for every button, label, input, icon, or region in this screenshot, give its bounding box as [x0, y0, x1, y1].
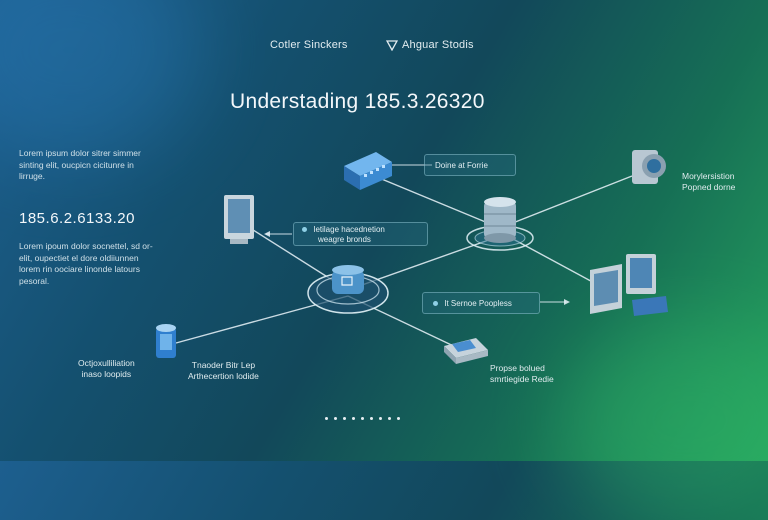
text-line: smrtiegide Redie — [490, 374, 554, 384]
monitor-icon — [224, 195, 254, 244]
page-dot[interactable] — [370, 417, 373, 420]
intro-paragraph: Lorem ipsum dolor sitrer simmer sinting … — [19, 148, 169, 183]
pagination-dots[interactable] — [322, 407, 403, 425]
storage-cylinder-icon — [156, 324, 176, 358]
ip-address-heading: 185.6.2.6133.20 — [19, 210, 135, 227]
pill-text: weagre bronds — [318, 235, 371, 244]
label-top-right: Morylersistion Popned dorne — [682, 171, 735, 193]
text-line: Lorem ipsum dolor sitrer simmer — [19, 148, 141, 158]
label-bottom-left: Octjoxulliliation inaso loopids — [78, 358, 135, 380]
page-dot[interactable] — [397, 417, 400, 420]
brand-left: Cotler Sinckers — [270, 39, 348, 51]
label-bottom-right: Propse bolued smrtiegide Redie — [490, 363, 554, 385]
page-dot[interactable] — [343, 417, 346, 420]
text-line: Lorem ipoum dolor socnettel, sd or- — [19, 241, 153, 251]
page-dot[interactable] — [334, 417, 337, 420]
text-line: lorem rin oociare linonde latours — [19, 264, 140, 274]
description-paragraph: Lorem ipoum dolor socnettel, sd or- elit… — [19, 241, 169, 287]
bullet-icon — [433, 301, 438, 307]
text-line: Popned dorne — [682, 182, 736, 192]
label-pill-defnet: Doine at Forrie — [424, 154, 516, 176]
camera-device-icon — [632, 150, 666, 184]
label-pill-center-right: It Sernoe Poopless — [422, 292, 540, 314]
page-title: Understading 185.3.26320 — [230, 90, 485, 113]
text-line: Arthecertion lodide — [188, 371, 259, 381]
page-dot[interactable] — [352, 417, 355, 420]
text-line: Propse bolued — [490, 363, 545, 373]
text-line: Tnaoder Bitr Lep — [191, 360, 256, 370]
network-connections — [156, 150, 668, 364]
page-dot[interactable] — [388, 417, 391, 420]
page-dot[interactable] — [379, 417, 382, 420]
label-pill-center-left: Ietilage hacednetion weagre bronds — [293, 222, 428, 246]
network-hub-icon — [307, 265, 389, 314]
pill-text: It Sernoe Poopless — [444, 299, 512, 308]
desktop-computer-icon — [590, 254, 668, 316]
page-dot[interactable] — [325, 417, 328, 420]
label-bottom-center: Tnaoder Bitr Lep Arthecertion lodide — [188, 360, 259, 382]
brand-logo-icon — [385, 38, 399, 56]
text-line: Morylersistion — [682, 171, 735, 181]
bullet-icon — [302, 227, 307, 233]
tablet-device-icon — [444, 338, 488, 364]
text-line: Octjoxulliliation — [78, 358, 135, 368]
network-switch-icon — [344, 152, 392, 190]
pill-text: Ietilage hacednetion — [313, 225, 385, 234]
text-line: inaso loopids — [81, 369, 132, 379]
page-dot[interactable] — [361, 417, 364, 420]
brand-right: Ahguar Stodis — [402, 39, 474, 51]
text-line: elit, oupectiet el dore oldiiunnen — [19, 252, 139, 263]
text-line: pesoral. — [19, 275, 50, 286]
link-server-camera — [499, 175, 633, 229]
pill-text: Doine at Forrie — [435, 161, 488, 170]
text-line: sinting elit, oucpicn cicitunre in — [19, 159, 134, 170]
link-switch-server — [371, 174, 501, 229]
text-line: lirruge. — [19, 171, 45, 181]
database-server-icon — [466, 197, 534, 251]
